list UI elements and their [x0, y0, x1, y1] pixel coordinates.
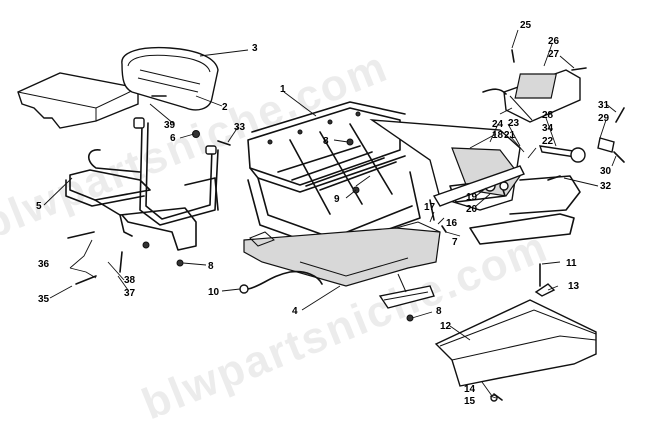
callout-8-lower: 8 [436, 306, 442, 317]
callout-24: 23 [508, 118, 520, 129]
callout-8-upper: 8 [208, 261, 214, 272]
callout-14: 13 [568, 281, 580, 292]
callout-12: 11 [566, 258, 577, 269]
callout-3: 3 [252, 43, 258, 54]
mud-guard-part [434, 283, 597, 387]
callout-30: 29 [598, 113, 610, 124]
leader-lines [43, 29, 617, 399]
callout-27: 26 [548, 36, 560, 47]
rack-base-plate-part [243, 221, 441, 287]
callout-36: 35 [38, 294, 50, 305]
callout-17: 16 [446, 218, 458, 229]
callout-19: 18 [492, 130, 504, 141]
callout-29: 28 [542, 110, 554, 121]
callout-9: 8 [323, 136, 329, 147]
callout-23: 22 [542, 136, 554, 147]
callout-33: 32 [600, 181, 612, 192]
hardware-bolts [67, 49, 625, 402]
callout-20: 19 [466, 192, 478, 203]
callout-4: 4 [292, 306, 298, 317]
callout-28: 27 [548, 49, 560, 60]
callout-39: 38 [124, 275, 136, 286]
taillight-assembly-part [482, 69, 581, 123]
callout-labels: 3 2 1 33 39 6 8 5 9 8 10 4 8 7 17 16 11 … [36, 20, 612, 407]
callout-1: 1 [280, 84, 286, 95]
callout-26: 25 [520, 20, 532, 31]
seat-pad-part [17, 72, 139, 129]
callout-40: 39 [164, 120, 176, 131]
callout-2: 2 [222, 102, 228, 113]
callout-10: 9 [334, 194, 340, 205]
callout-22: 21 [504, 130, 516, 141]
callout-21: 20 [466, 204, 478, 215]
callout-6: 6 [170, 133, 176, 144]
callout-15: 14 [464, 384, 476, 395]
callout-7: 7 [452, 237, 458, 248]
cable-part [239, 270, 323, 294]
rear-rack-part [247, 101, 421, 251]
callout-34: 33 [234, 122, 246, 133]
callout-32: 31 [598, 100, 610, 111]
seat-frame-part [65, 117, 219, 251]
hitch-frame-part [469, 175, 581, 245]
hitch-support-part [378, 273, 435, 309]
backrest-pad-part [121, 46, 219, 111]
callout-35: 34 [542, 123, 554, 134]
callout-37: 36 [38, 259, 50, 270]
callout-11: 10 [208, 287, 220, 298]
callout-25: 24 [492, 119, 504, 130]
shaft-part [538, 137, 615, 163]
callout-13: 12 [440, 321, 452, 332]
callout-16: 15 [464, 396, 476, 407]
callout-38: 37 [124, 288, 136, 299]
callout-18: 17 [424, 202, 436, 213]
callout-5: 5 [36, 201, 42, 212]
callout-31: 30 [600, 166, 612, 177]
